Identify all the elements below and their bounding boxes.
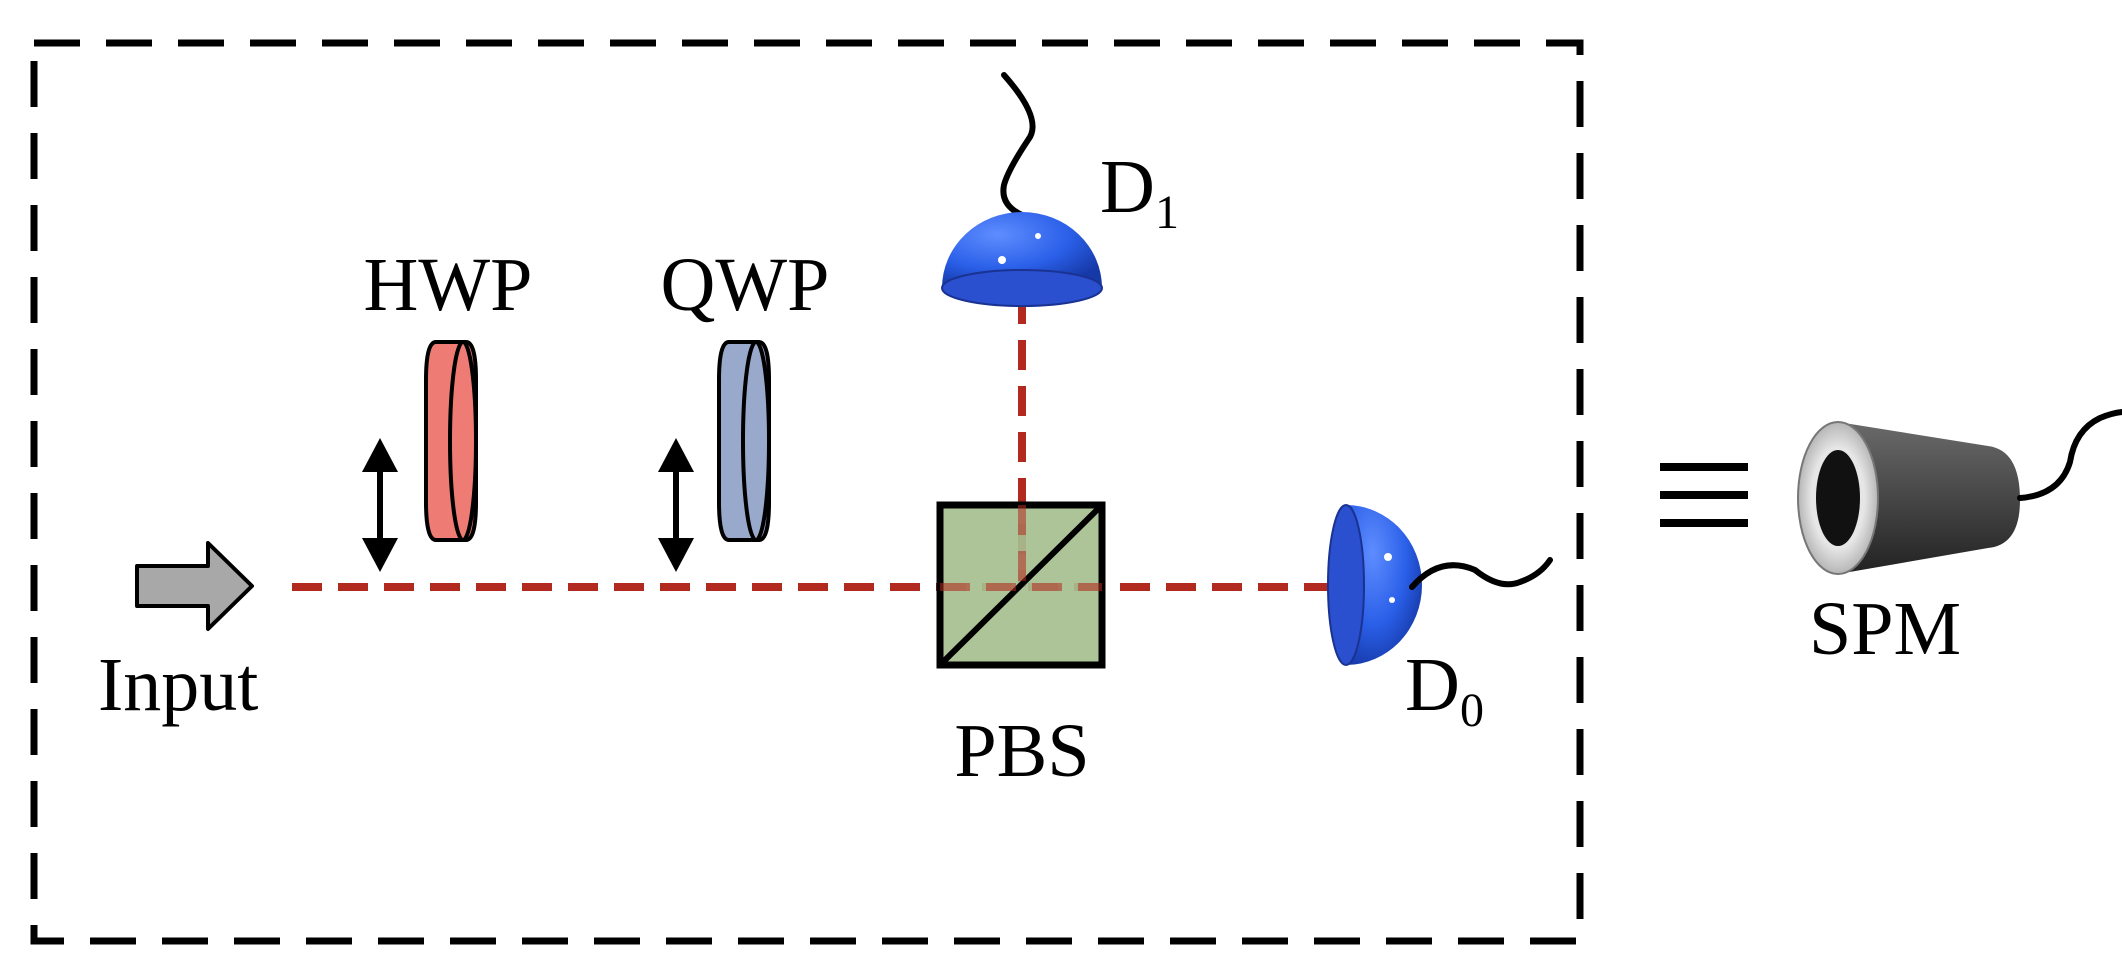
equivalence-sign: ≡ <box>1660 463 1748 527</box>
d1-detector-icon <box>941 72 1103 307</box>
d1-label: D 1 <box>1100 145 1179 239</box>
spm-detector-icon <box>1797 409 2122 575</box>
qwp-label: QWP <box>661 243 830 327</box>
input-label: Input <box>98 643 258 727</box>
dashed-frame <box>30 39 1584 945</box>
hwp-label: HWP <box>364 243 533 327</box>
qwp-translation-arrow-icon <box>658 438 694 572</box>
svg-text:D: D <box>1405 643 1460 727</box>
hwp-translation-arrow-icon <box>362 438 398 572</box>
svg-text:1: 1 <box>1155 186 1179 239</box>
svg-text:D: D <box>1100 145 1155 229</box>
d0-detector-icon <box>1327 504 1553 666</box>
qwp-waveplate <box>717 340 771 542</box>
d0-label: D 0 <box>1405 643 1484 737</box>
hwp-waveplate <box>424 340 478 542</box>
pbs-cube <box>936 501 1106 669</box>
input-arrow-icon <box>135 541 254 631</box>
svg-text:0: 0 <box>1460 684 1484 737</box>
spm-label: SPM <box>1809 587 1961 671</box>
pbs-label: PBS <box>954 709 1089 793</box>
